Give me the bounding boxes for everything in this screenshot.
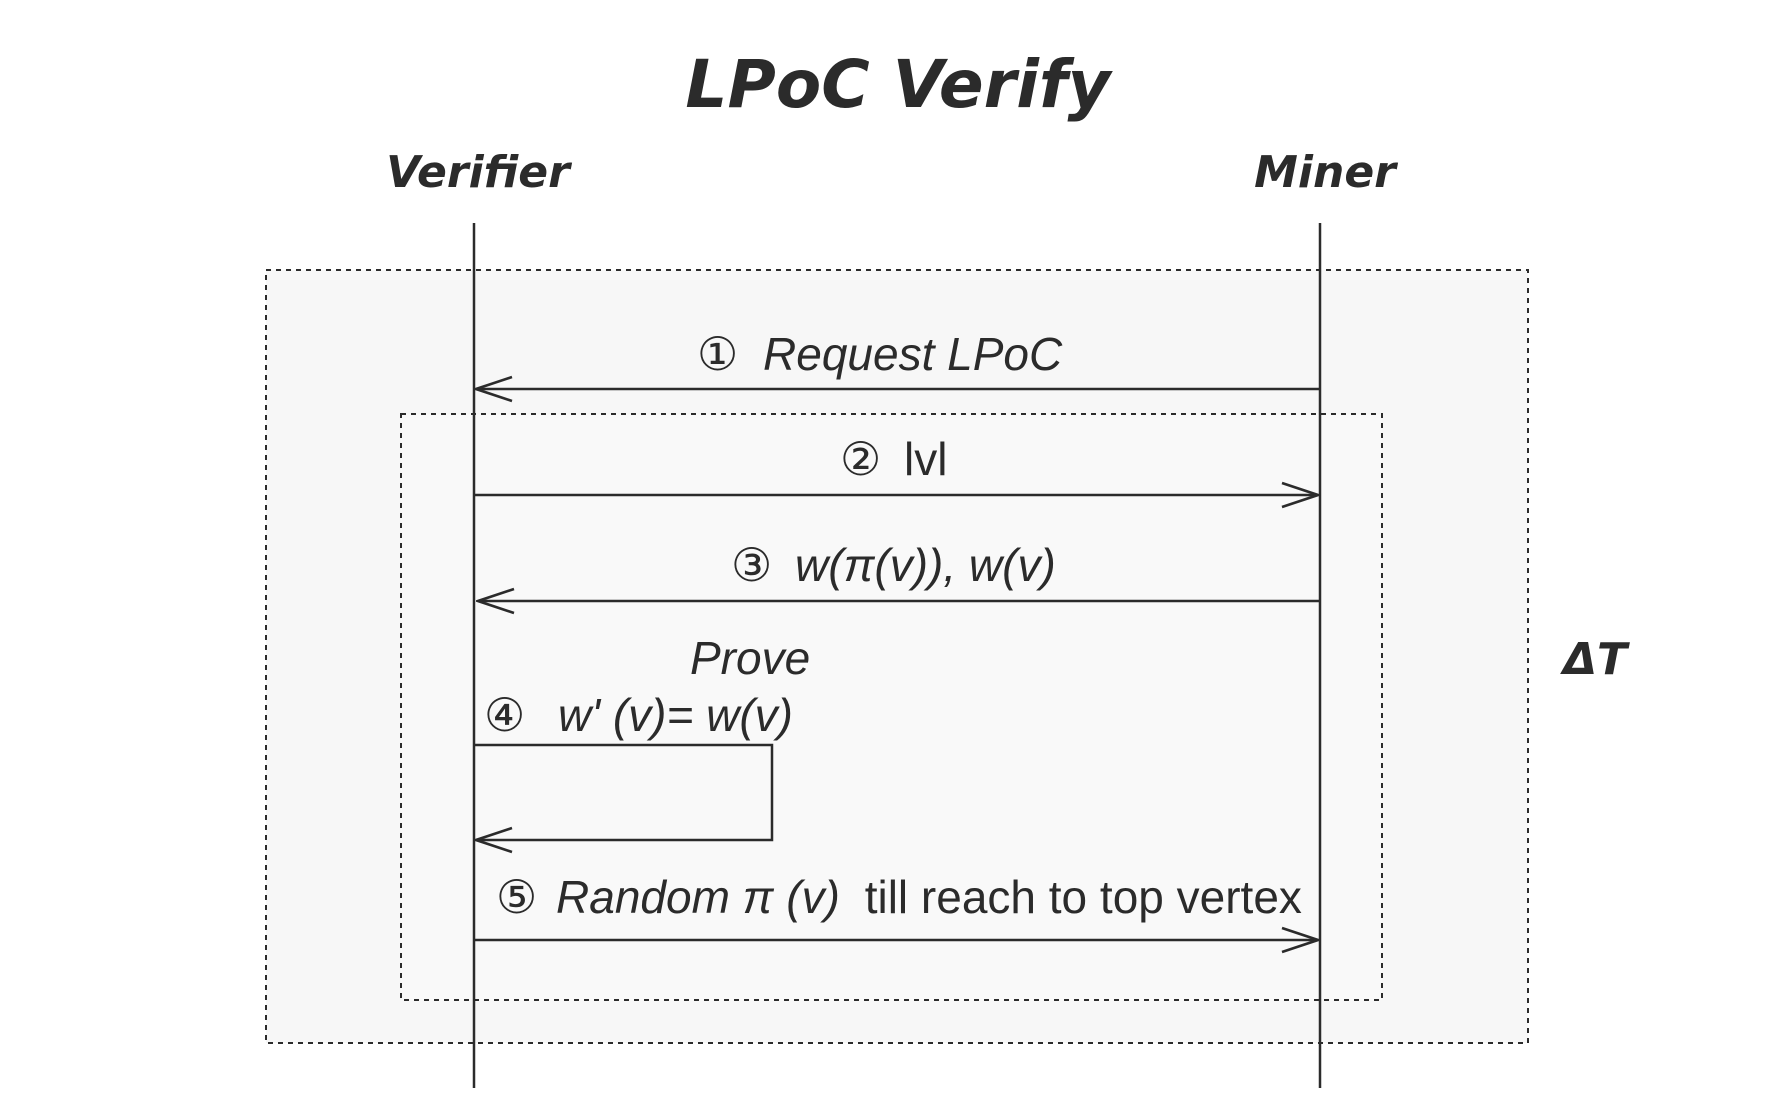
message-4-self-arrow xyxy=(474,743,774,840)
message-1-label: ① Request LPoC xyxy=(697,327,1063,381)
message-2-text: lvl xyxy=(904,433,947,485)
inner-loop-frame xyxy=(400,413,1383,1001)
message-3-text: w(π(v)), w(v) xyxy=(795,539,1056,591)
step-4-number: ④ xyxy=(484,688,525,742)
actor-verifier-label: Verifier xyxy=(386,147,572,198)
step-5-number: ⑤ xyxy=(496,870,537,924)
actor-miner-label: Miner xyxy=(1254,147,1398,198)
diagram-title: LPoC Verify xyxy=(685,46,1113,123)
message-5-label: ⑤ Random π (v) till reach to top vertex xyxy=(496,870,1302,924)
message-3-label: ③ w(π(v)), w(v) xyxy=(731,538,1056,592)
step-3-number: ③ xyxy=(731,538,772,592)
delta-t-label: ΔT xyxy=(1560,634,1630,685)
message-5-text-plain: till reach to top vertex xyxy=(865,871,1302,923)
message-2-label: ② lvl xyxy=(840,432,947,486)
step-1-number: ① xyxy=(697,327,738,381)
step-2-number: ② xyxy=(840,432,881,486)
message-4-label: ④ w' (v)= w(v) xyxy=(484,688,793,742)
message-4-text: w' (v)= w(v) xyxy=(558,689,793,741)
message-1-text: Request LPoC xyxy=(763,328,1063,380)
message-4-heading: Prove xyxy=(690,632,810,684)
message-5-text-italic: Random π (v) xyxy=(556,871,840,923)
